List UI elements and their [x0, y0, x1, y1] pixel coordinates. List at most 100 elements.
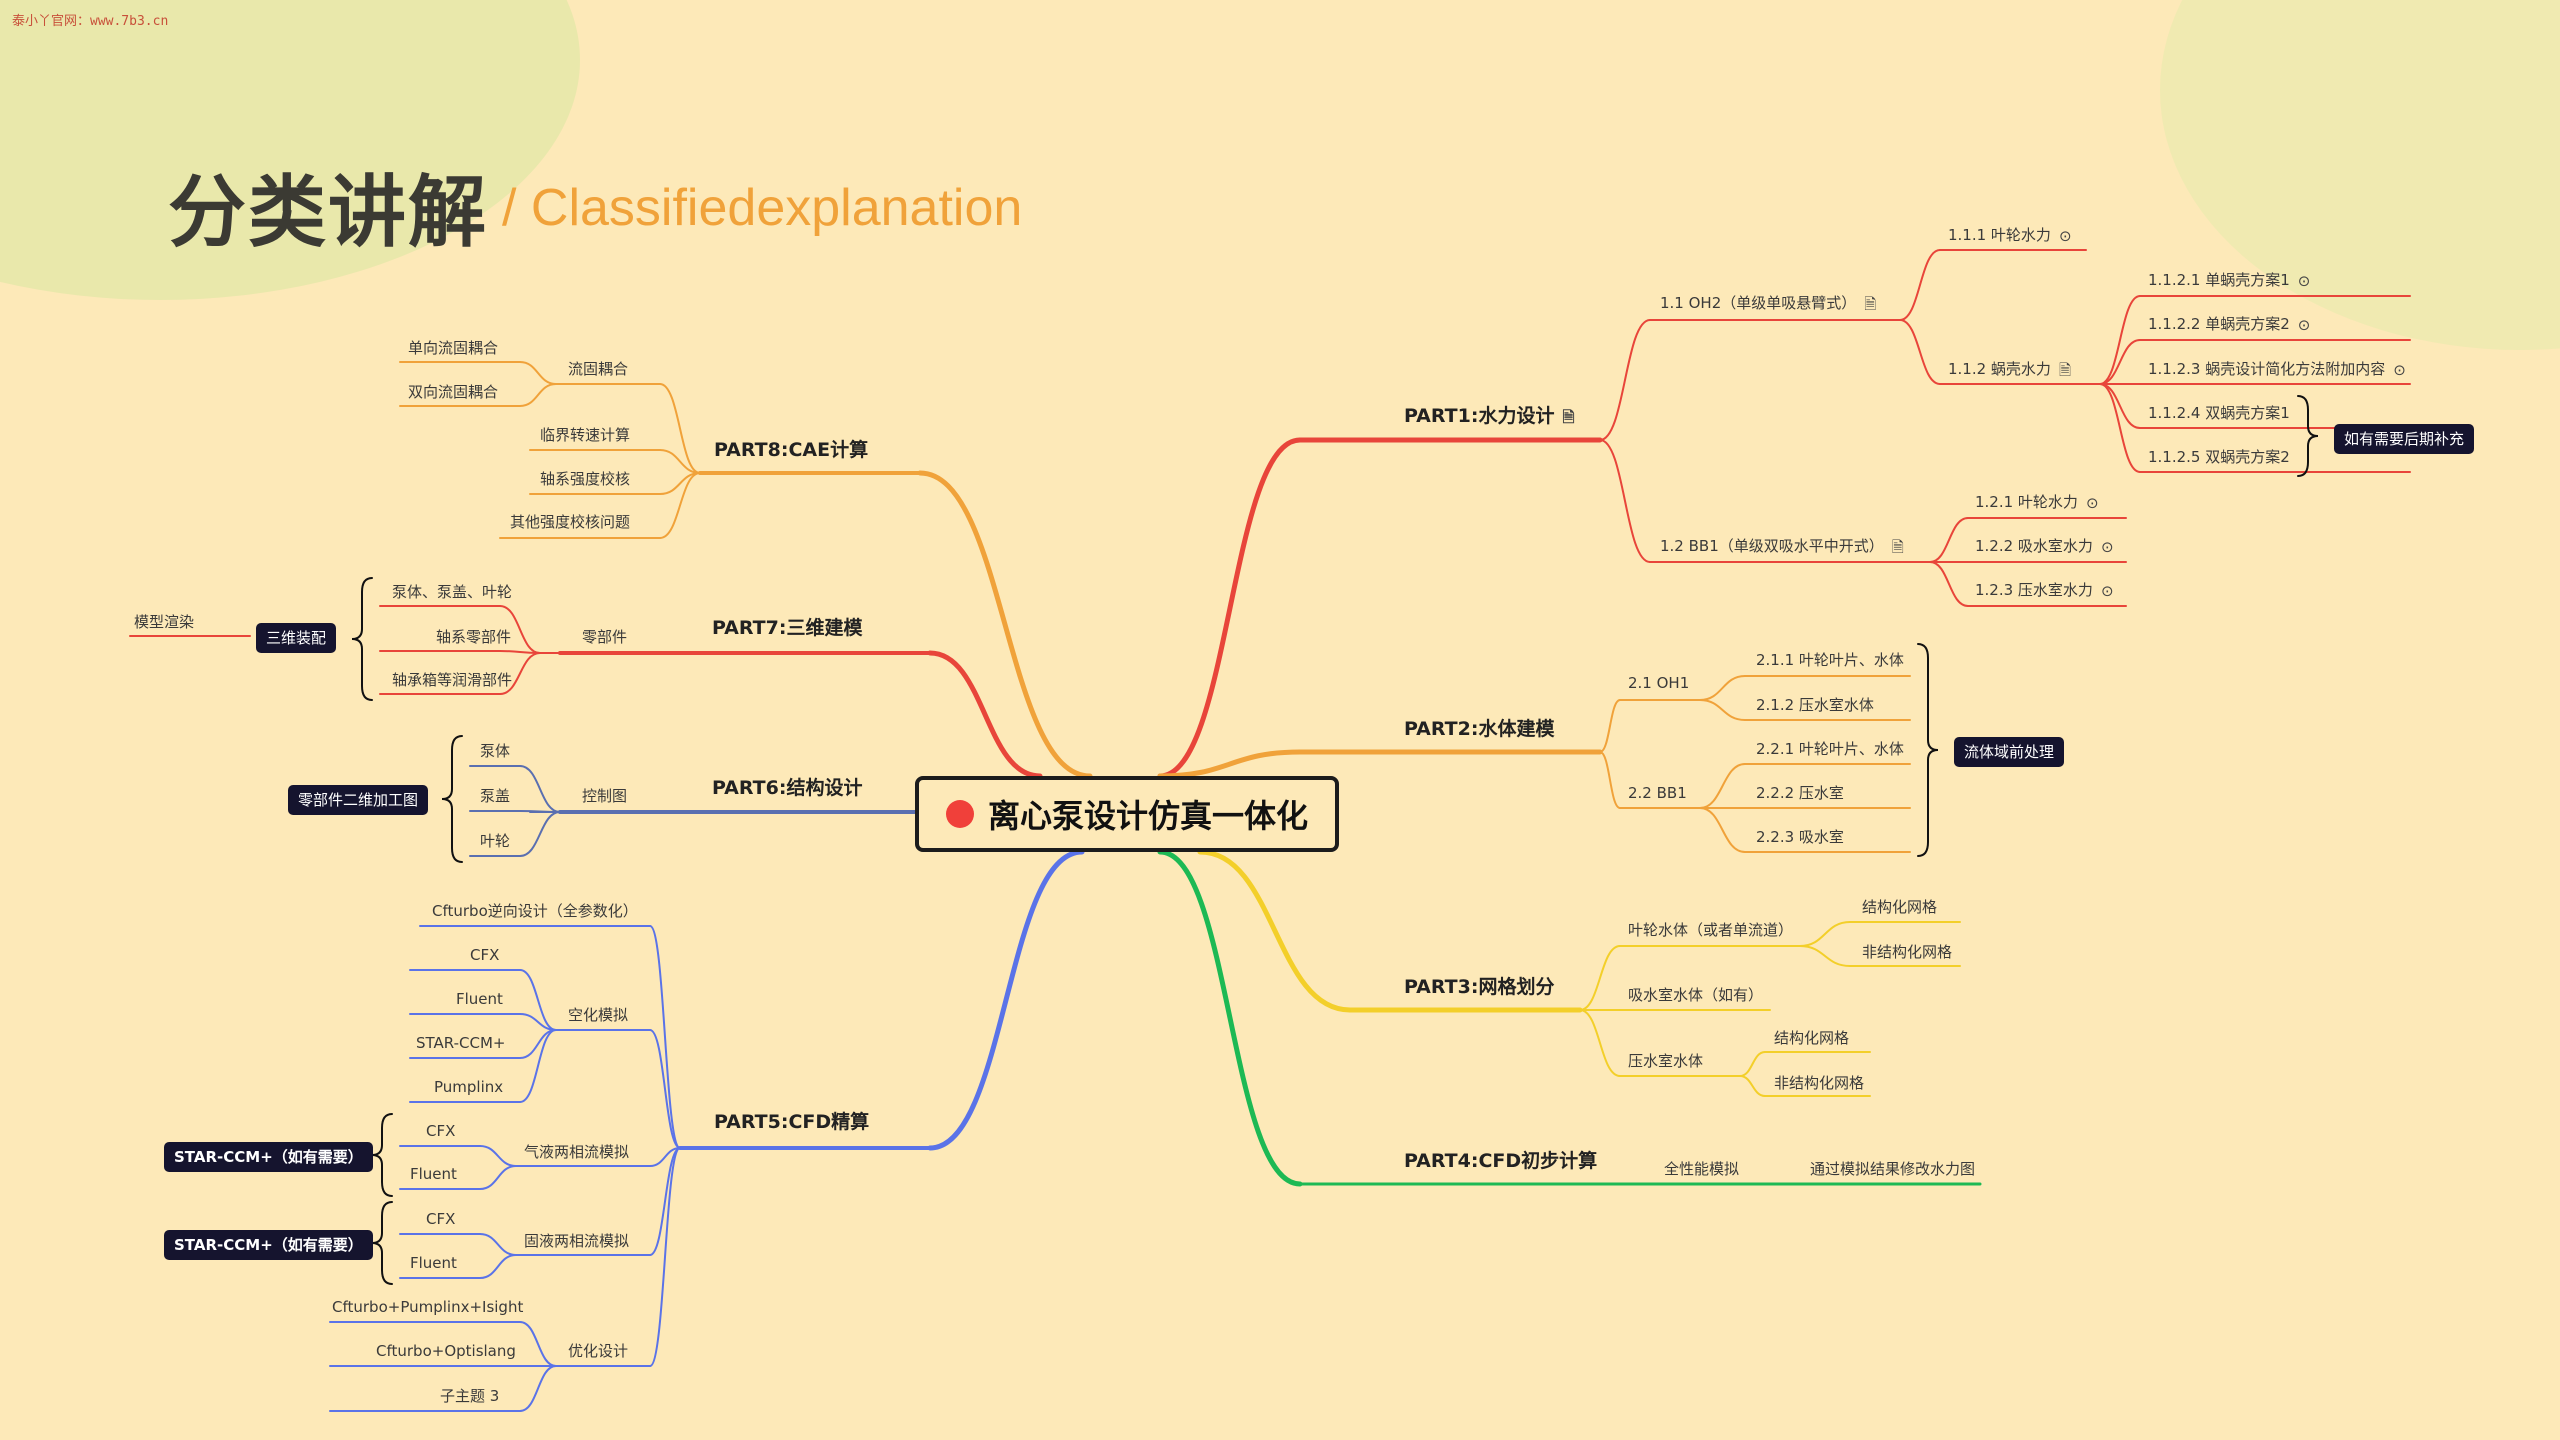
topic-p5-4-2[interactable]: Cfturbo+Optislang — [376, 1342, 516, 1360]
topic-p7-1-2[interactable]: 轴系零部件 — [436, 628, 511, 646]
topic-p3-3-1[interactable]: 结构化网格 — [1774, 1029, 1849, 1047]
topic-p5-1-4[interactable]: Pumplinx — [434, 1078, 503, 1096]
topic-p7-1-1[interactable]: 泵体、泵盖、叶轮 — [392, 583, 512, 601]
topic-p8-1-2[interactable]: 双向流固耦合 — [408, 383, 498, 401]
topic-p2-1-2[interactable]: 2.1.2 压水室水体 — [1756, 696, 1874, 714]
more-icon[interactable]: ⊙ — [2058, 226, 2072, 245]
topic-p1-2-1[interactable]: 1.2.1 叶轮水力 ⊙ — [1975, 493, 2099, 512]
topic-label: Fluent — [456, 990, 503, 1008]
topic-p4[interactable]: PART4:CFD初步计算 — [1404, 1150, 1597, 1172]
topic-label: Fluent — [410, 1254, 457, 1272]
topic-p4-1[interactable]: 全性能模拟 — [1664, 1160, 1739, 1178]
topic-p5-1-1[interactable]: CFX — [470, 946, 499, 964]
summary-tag-tag-p2[interactable]: 流体域前处理 — [1954, 737, 2065, 767]
topic-p2-2-2[interactable]: 2.2.2 压水室 — [1756, 784, 1844, 802]
connector-line — [1599, 439, 1651, 563]
topic-p8-2[interactable]: 临界转速计算 — [540, 426, 630, 444]
topic-p3-2[interactable]: 吸水室水体（如有） — [1628, 986, 1763, 1004]
topic-p1-1-2-4[interactable]: 1.1.2.4 双蜗壳方案1 — [2148, 404, 2290, 422]
topic-p3-1-2[interactable]: 非结构化网格 — [1862, 943, 1952, 961]
topic-p5-2[interactable]: 气液两相流模拟 — [524, 1143, 629, 1161]
topic-label: PART6:结构设计 — [712, 777, 863, 799]
topic-p3-3[interactable]: 压水室水体 — [1628, 1052, 1703, 1070]
topic-p8-4[interactable]: 其他强度校核问题 — [510, 513, 630, 531]
topic-label: 1.2.1 叶轮水力 — [1975, 493, 2078, 511]
topic-p5-4-1[interactable]: Cfturbo+Pumplinx+Isight — [332, 1298, 523, 1316]
topic-p6[interactable]: PART6:结构设计 — [712, 777, 862, 799]
topic-label: PART8:CAE计算 — [714, 439, 869, 461]
topic-p2[interactable]: PART2:水体建模 — [1404, 718, 1554, 740]
more-icon[interactable]: ⊙ — [2085, 493, 2099, 512]
topic-p7-2[interactable]: 模型渲染 — [134, 613, 194, 631]
central-topic[interactable]: 离心泵设计仿真一体化 — [915, 776, 1339, 852]
connector-line — [2099, 339, 2141, 385]
topic-p5[interactable]: PART5:CFD精算 — [714, 1111, 869, 1133]
topic-p8-1-1[interactable]: 单向流固耦合 — [408, 339, 498, 357]
topic-p5-2-1[interactable]: CFX — [426, 1122, 455, 1140]
topic-p1-2[interactable]: 1.2 BB1（单级双吸水平中开式）🗎 — [1660, 537, 1904, 556]
topic-p5-3[interactable]: 固液两相流模拟 — [524, 1232, 629, 1250]
connector-line — [659, 383, 701, 474]
summary-tag-tag-p7[interactable]: 三维装配 — [256, 623, 337, 653]
topic-p1-1-2-1[interactable]: 1.1.2.1 单蜗壳方案1⊙ — [2148, 271, 2310, 290]
more-icon[interactable]: ⊙ — [2393, 360, 2406, 379]
connector-line — [519, 811, 561, 857]
topic-p2-2-3[interactable]: 2.2.3 吸水室 — [1756, 828, 1844, 846]
summary-tag-tag-p1[interactable]: 如有需要后期补充 — [2334, 424, 2475, 454]
topic-p7-1[interactable]: 零部件 — [582, 628, 627, 646]
more-icon[interactable]: ⊙ — [2297, 271, 2311, 290]
topic-p8-1[interactable]: 流固耦合 — [568, 360, 628, 378]
topic-p5-1-2[interactable]: Fluent — [456, 990, 503, 1008]
topic-p3-1[interactable]: 叶轮水体（或者单流道） — [1628, 921, 1793, 939]
connector-line — [519, 1365, 557, 1412]
topic-p1[interactable]: PART1:水力设计🗎 — [1404, 405, 1575, 428]
connector-line — [479, 1254, 517, 1279]
connector-line — [1899, 249, 1941, 321]
topic-p5-1-3[interactable]: STAR-CCM+ — [416, 1034, 505, 1052]
topic-p6-1[interactable]: 控制图 — [582, 787, 627, 805]
topic-p1-1-2-3[interactable]: 1.1.2.3 蜗壳设计简化方法附加内容⊙ — [2148, 360, 2406, 379]
topic-p3-3-2[interactable]: 非结构化网格 — [1774, 1074, 1864, 1092]
topic-p1-2-2[interactable]: 1.2.2 吸水室水力⊙ — [1975, 537, 2114, 556]
topic-p8-3[interactable]: 轴系强度校核 — [540, 470, 630, 488]
topic-p1-1-2-2[interactable]: 1.1.2.2 单蜗壳方案2⊙ — [2148, 315, 2310, 334]
topic-p5-0[interactable]: Cfturbo逆向设计（全参数化） — [432, 902, 638, 920]
topic-p3-1-1[interactable]: 结构化网格 — [1862, 898, 1937, 916]
topic-label: 非结构化网格 — [1862, 943, 1953, 961]
connector-line — [1699, 763, 1746, 809]
topic-p4-2[interactable]: 通过模拟结果修改水力图 — [1810, 1160, 1975, 1178]
summary-tag-tag-p6[interactable]: 零部件二维加工图 — [288, 785, 429, 815]
more-icon[interactable]: ⊙ — [2100, 537, 2114, 556]
topic-label: STAR-CCM+ — [416, 1034, 506, 1052]
topic-p1-1-2[interactable]: 1.1.2 蜗壳水力🗎 — [1948, 360, 2071, 379]
summary-tag-tag-p5a[interactable]: STAR-CCM+（如有需要） — [164, 1142, 373, 1172]
topic-p2-2[interactable]: 2.2 BB1 — [1628, 784, 1687, 802]
topic-p6-1-1[interactable]: 泵体 — [480, 742, 510, 760]
more-icon[interactable]: ⊙ — [2100, 581, 2114, 600]
topic-p1-1[interactable]: 1.1 OH2（单级单吸悬臂式）🗎 — [1660, 294, 1876, 313]
summary-tag-tag-p5b[interactable]: STAR-CCM+（如有需要） — [164, 1230, 373, 1260]
topic-p2-1[interactable]: 2.1 OH1 — [1628, 674, 1689, 692]
topic-p7[interactable]: PART7:三维建模 — [712, 617, 862, 639]
topic-p1-1-2-5[interactable]: 1.1.2.5 双蜗壳方案2 — [2148, 448, 2290, 466]
topic-p6-1-2[interactable]: 泵盖 — [480, 787, 510, 805]
topic-p5-1[interactable]: 空化模拟 — [568, 1006, 628, 1024]
connector-line — [1579, 1009, 1621, 1077]
topic-p5-3-1[interactable]: CFX — [426, 1210, 455, 1228]
topic-label: 2.2.3 吸水室 — [1756, 828, 1844, 846]
topic-p5-3-2[interactable]: Fluent — [410, 1254, 457, 1272]
topic-p5-4[interactable]: 优化设计 — [568, 1342, 628, 1360]
more-icon[interactable]: ⊙ — [2297, 315, 2311, 334]
topic-p8[interactable]: PART8:CAE计算 — [714, 439, 868, 461]
topic-p1-2-3[interactable]: 1.2.3 压水室水力⊙ — [1975, 581, 2114, 600]
connector-line — [1739, 1051, 1766, 1077]
topic-p7-1-3[interactable]: 轴承箱等润滑部件 — [392, 671, 512, 689]
topic-p5-2-2[interactable]: Fluent — [410, 1165, 457, 1183]
topic-p2-2-1[interactable]: 2.2.1 叶轮叶片、水体 — [1756, 740, 1904, 758]
topic-p1-1-1[interactable]: 1.1.1 叶轮水力⊙ — [1948, 226, 2072, 245]
topic-p2-1-1[interactable]: 2.1.1 叶轮叶片、水体 — [1756, 651, 1904, 669]
topic-p3[interactable]: PART3:网格划分 — [1404, 976, 1554, 998]
topic-label: PART7:三维建模 — [712, 617, 863, 639]
topic-p6-1-3[interactable]: 叶轮 — [480, 832, 510, 850]
topic-p5-4-3[interactable]: 子主题 3 — [440, 1387, 499, 1405]
